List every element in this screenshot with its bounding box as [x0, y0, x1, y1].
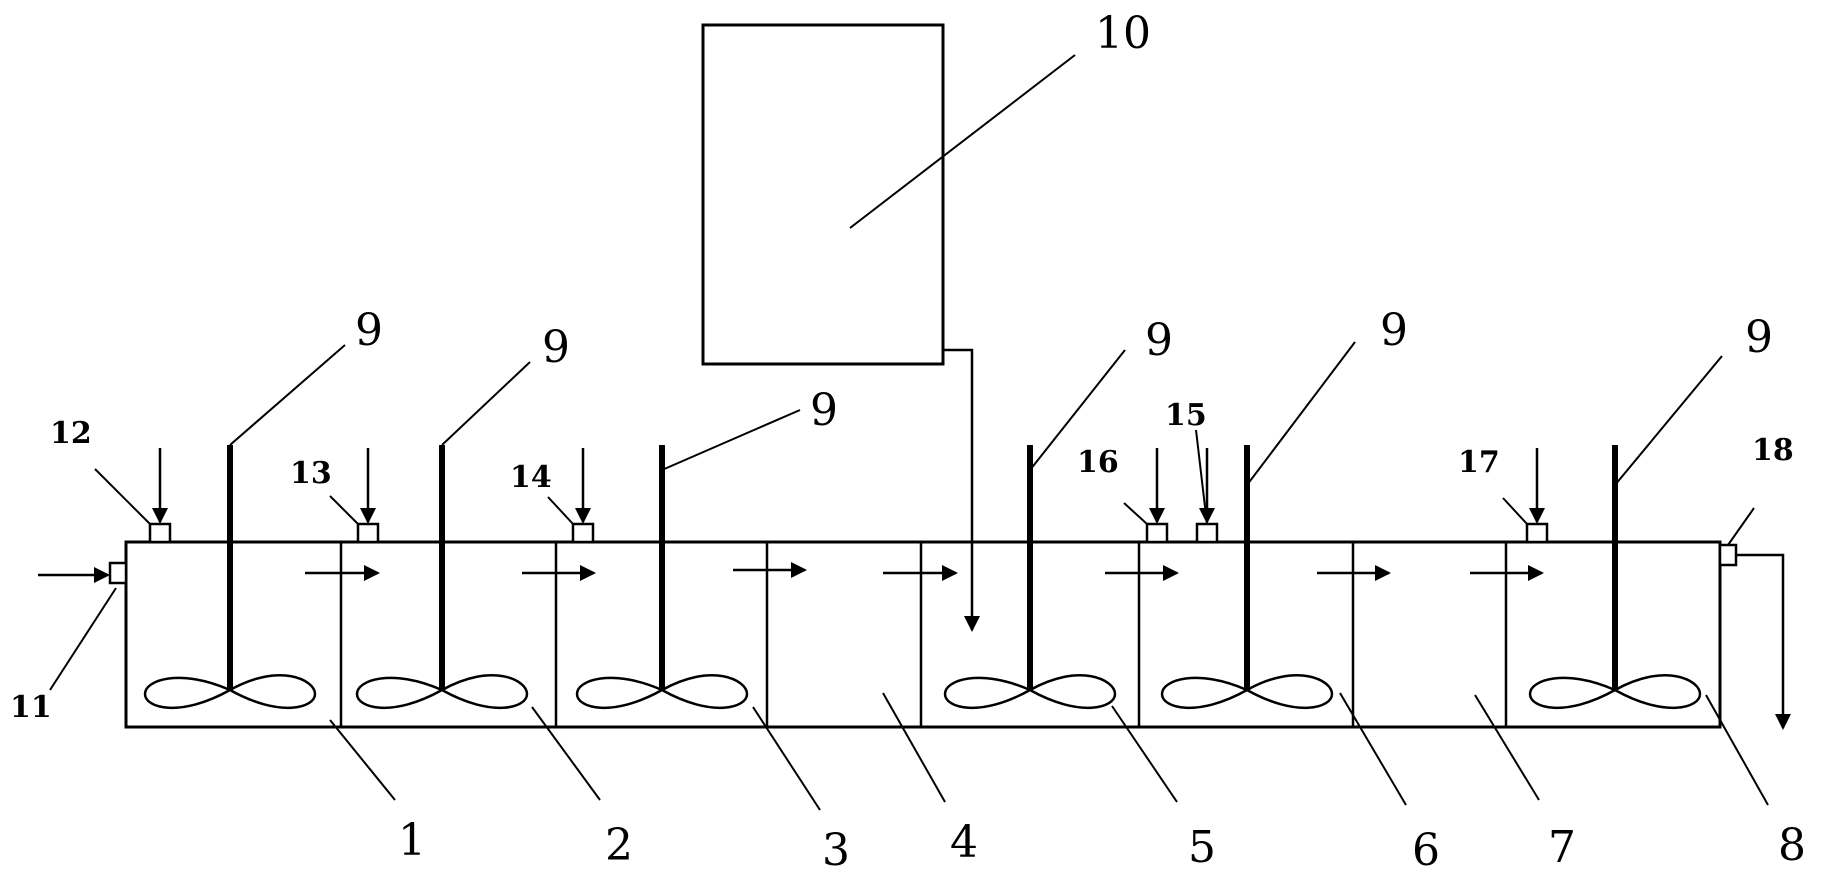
label-16: 16	[1077, 445, 1119, 480]
dosing-ports	[94, 429, 1549, 544]
label-9-a: 9	[355, 305, 383, 356]
port-15	[1195, 429, 1219, 544]
label-9-c: 9	[810, 385, 838, 436]
inlet-11	[38, 561, 128, 691]
label-12: 12	[50, 416, 92, 451]
stirrer-5	[943, 445, 1117, 710]
label-9-f: 9	[1745, 312, 1773, 363]
label-4: 4	[950, 817, 978, 868]
port-14	[547, 448, 595, 544]
stirrer-6	[1160, 445, 1334, 710]
leader-lines	[229, 54, 1769, 811]
label-1: 1	[398, 815, 426, 866]
stirrer-1	[143, 445, 317, 710]
tank-outline	[124, 540, 1722, 729]
label-13: 13	[290, 456, 332, 491]
label-17: 17	[1458, 445, 1500, 480]
stirrer-8	[1528, 445, 1702, 710]
port-13	[329, 448, 380, 544]
outlet-18	[1718, 507, 1791, 730]
port-12	[94, 448, 172, 544]
stirrers	[143, 445, 1702, 710]
flow-arrows	[305, 562, 1544, 581]
label-8: 8	[1778, 820, 1806, 871]
label-10: 10	[1095, 8, 1151, 59]
label-9-b: 9	[542, 322, 570, 373]
label-14: 14	[510, 460, 552, 495]
label-7: 7	[1548, 822, 1576, 873]
label-9-d: 9	[1145, 315, 1173, 366]
label-15: 15	[1165, 398, 1207, 433]
label-9-e: 9	[1380, 305, 1408, 356]
feed-pipe	[943, 348, 980, 632]
stirrer-3	[575, 445, 749, 710]
stirrer-2	[355, 445, 529, 710]
box-10	[701, 23, 945, 366]
label-6: 6	[1412, 825, 1440, 876]
label-2: 2	[605, 820, 633, 871]
port-16	[1123, 448, 1169, 544]
label-3: 3	[822, 825, 850, 876]
label-11: 11	[10, 690, 52, 725]
label-5: 5	[1188, 822, 1216, 873]
label-18: 18	[1752, 433, 1794, 468]
port-17	[1502, 448, 1549, 544]
